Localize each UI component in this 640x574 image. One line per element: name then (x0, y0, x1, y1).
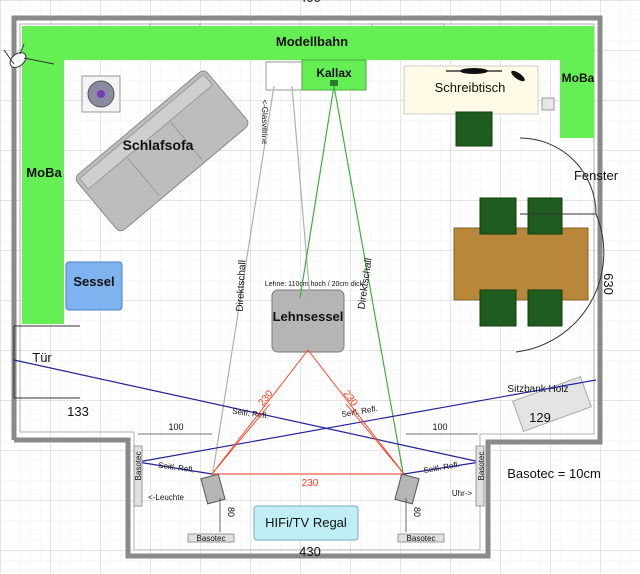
walls (11, 15, 603, 559)
lehnsessel-label: Lehnsessel (273, 309, 344, 324)
basotec-note: Basotec = 10cm (507, 466, 601, 481)
moba-left (22, 26, 64, 324)
speaker-left (200, 473, 226, 505)
schreibtisch-label: Schreibtisch (435, 80, 506, 95)
dist-230-bottom: 230 (302, 478, 319, 489)
top-dimension: 400 (299, 0, 321, 5)
moba-right-label: MoBa (562, 71, 595, 85)
schlafsofa-label: Schlafsofa (123, 137, 194, 153)
distance-triangle (211, 349, 405, 475)
chair-br (527, 289, 563, 327)
sitzbank-label: Sitzbank Holz (507, 384, 568, 395)
modellbahn-label: Modellbahn (276, 34, 348, 49)
speaker-right (394, 473, 420, 505)
dim-129: 129 (529, 410, 551, 425)
kallax-label: Kallax (316, 66, 352, 80)
record-player-icon (81, 75, 121, 113)
desk-lamp-icon (446, 68, 525, 82)
blue-lines (13, 359, 597, 475)
basotec-right-panel (475, 445, 485, 507)
moba-left-label: MoBa (26, 165, 62, 180)
dim-100-right: 100 (432, 422, 447, 432)
lehnsessel (271, 289, 345, 353)
chair-tr (527, 197, 563, 235)
sessel-label: Sessel (73, 274, 114, 289)
dim-630: 630 (601, 273, 616, 295)
basotec-bottom-right-panel (397, 533, 445, 543)
modellbahn-top (22, 26, 592, 60)
moba-right (560, 26, 594, 138)
basotec-right-label: Basotec (477, 452, 486, 481)
kallax-speaker-icon (330, 80, 338, 86)
dining-table (453, 227, 589, 301)
desk-chair (455, 111, 493, 147)
uhr-label: Uhr-> (452, 489, 473, 498)
basotec-bottom-right-label: Basotec (407, 534, 436, 543)
dim-100-left: 100 (168, 422, 183, 432)
fenster-label: Fenster (574, 168, 619, 183)
tuer-label: Tür (32, 350, 52, 365)
ceiling-lamp-icon (3, 43, 55, 68)
direct-sound-green (299, 85, 405, 479)
direct-sound-grey (211, 85, 311, 479)
leuchte-label: <-Leuchte (148, 493, 184, 502)
door-swing (13, 325, 80, 399)
schlafsofa (75, 70, 249, 232)
dim-133: 133 (67, 404, 89, 419)
chair-tl (479, 197, 517, 235)
bottom-dimension: 430 (299, 544, 321, 559)
glasvitrine-label: <-Glasvitrine (260, 99, 269, 145)
sessel (65, 261, 123, 311)
desk-accessory (541, 97, 555, 111)
dim-80-left: 80 (226, 507, 236, 517)
glasvitrine (265, 61, 303, 91)
lehne-note: Lehne: 110cm hoch / 20cm dick (265, 281, 364, 288)
window-swing (515, 137, 605, 353)
dim-80-right: 80 (412, 507, 422, 517)
basotec-left-panel (133, 445, 143, 507)
direktschall-left-label: Direktschall (235, 260, 249, 312)
hifi-regal (253, 505, 359, 541)
basotec-bottom-left-label: Basotec (197, 534, 226, 543)
hifi-regal-label: HIFi/TV Regal (265, 515, 347, 530)
chair-bl (479, 289, 517, 327)
basotec-bottom-left-panel (187, 533, 235, 543)
basotec-left-label: Basotec (134, 452, 143, 481)
